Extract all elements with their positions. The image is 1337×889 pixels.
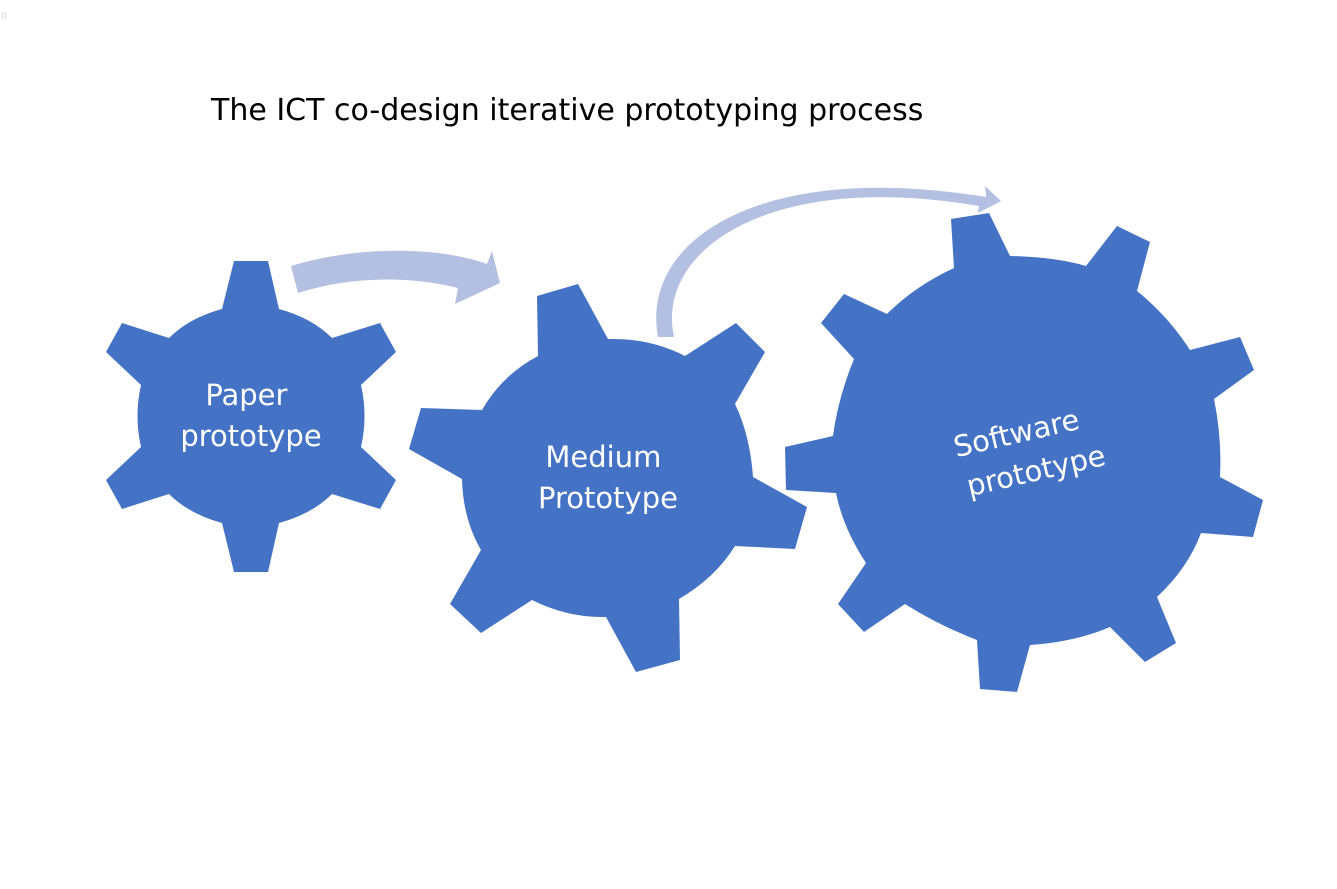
gear-medium-label-line1: Medium: [545, 440, 661, 474]
arrow-medium-to-software: [656, 186, 1001, 337]
gear-medium-shape: [409, 284, 807, 672]
svg-text:Paper prototype: Paper prototype: [180, 378, 321, 453]
gear-paper-label-line2: prototype: [180, 419, 321, 453]
gear-medium-label-line2: Prototype: [538, 481, 678, 515]
gear-software-shape: [785, 213, 1263, 692]
page-title: The ICT co-design iterative prototyping …: [211, 93, 924, 128]
svg-text:Medium Prototype: Medium Prototype: [538, 440, 678, 515]
corner-mark: 0: [1, 12, 7, 22]
gear-paper-shape: [106, 261, 396, 572]
gear-paper-label-line1: Paper: [205, 378, 287, 412]
arrow-paper-to-medium: [291, 250, 500, 304]
gear-software: Software prototype: [785, 213, 1263, 692]
gear-medium: Medium Prototype: [409, 284, 807, 672]
gear-paper: Paper prototype: [106, 261, 396, 572]
